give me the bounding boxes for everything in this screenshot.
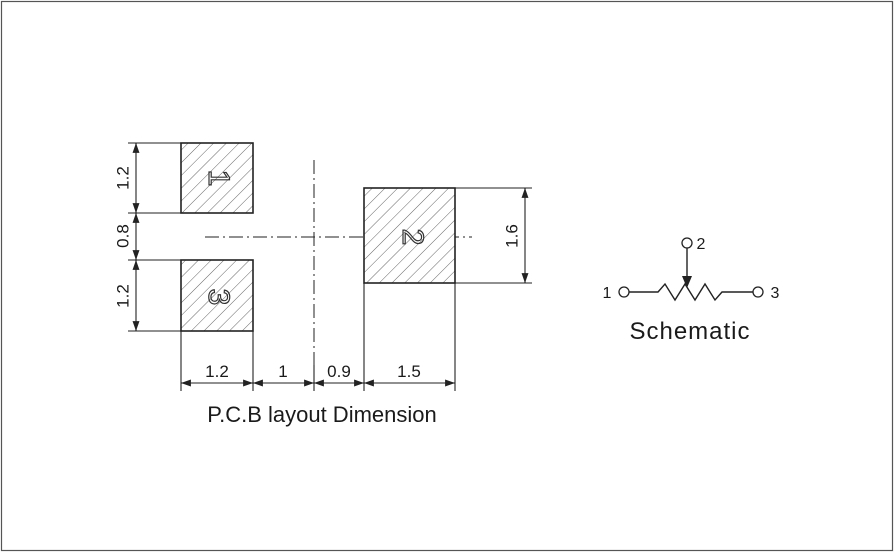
pad-1: 1 (180, 142, 254, 214)
pad-3-label: 3 (202, 289, 235, 306)
resistor-zigzag (629, 282, 753, 302)
schematic-symbol: 1 2 3 (603, 236, 780, 302)
dim-left-pad1-height: 1.2 (113, 166, 132, 190)
dim-bottom-gap-right: 0.9 (327, 362, 351, 381)
dim-left-pad3-height: 1.2 (113, 284, 132, 308)
dim-bottom-pad2-width: 1.5 (397, 362, 421, 381)
pin-2-label: 2 (697, 236, 706, 253)
wiper-arrow (682, 276, 692, 288)
dimension-left-vertical: 1.2 0.8 1.2 (113, 142, 181, 332)
schematic-title: Schematic (629, 318, 750, 345)
dimension-bottom-horizontal: 1.2 1 0.9 1.5 (180, 283, 456, 391)
pad-1-label: 1 (202, 170, 235, 187)
pcb-caption: P.C.B layout Dimension (207, 402, 437, 427)
pin-3-terminal (752, 286, 764, 298)
pin-1-terminal (618, 286, 630, 298)
pad-2: 2 (363, 187, 456, 284)
dim-bottom-gap-left: 1 (278, 362, 287, 381)
pin-3-label: 3 (771, 285, 780, 302)
dimension-right-vertical: 1.6 (455, 187, 532, 284)
dim-bottom-pad1-width: 1.2 (205, 362, 229, 381)
pad-3: 3 (180, 259, 254, 332)
dim-right-pad2-height: 1.6 (502, 224, 521, 248)
dim-left-gap: 0.8 (113, 224, 132, 248)
pin-1-label: 1 (603, 285, 612, 302)
pin-2-terminal (681, 237, 693, 249)
pad-2-label: 2 (396, 229, 429, 246)
